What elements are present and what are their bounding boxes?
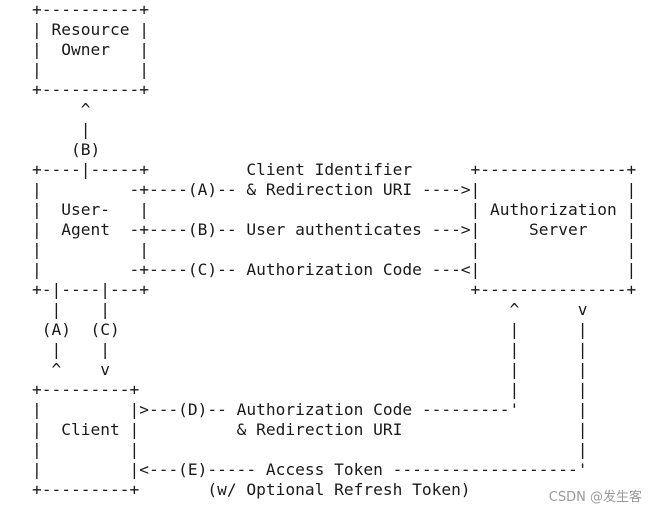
diagram-line: | [32,120,91,139]
diagram-line: | Client | & Redirection URI | [32,420,588,439]
oauth-flow-diagram: +----------+| Resource || Owner || |+---… [32,0,636,500]
diagram-line: +----|-----+ Client Identifier +--------… [32,160,637,179]
diagram-line: | User- | | Authorization | [32,200,637,219]
diagram-line: +---------+ | | [32,380,588,399]
diagram-line: | -+----(A)-- & Redirection URI ---->| | [32,180,637,199]
diagram-line: | | ^ v [32,300,588,319]
diagram-line: | |>---(D)-- Authorization Code --------… [32,400,588,419]
diagram-line: (A) (C) | | [32,320,588,339]
diagram-line: | -+----(C)-- Authorization Code ---<| | [32,260,637,279]
diagram-line: +-|----|---+ +---------------+ [32,280,637,299]
diagram-line: ^ [32,100,91,119]
diagram-line: | | | | [32,240,637,259]
diagram-line: (B) [32,140,101,159]
diagram-line: +----------+ [32,0,149,19]
diagram-line: ^ v | | [32,360,588,379]
diagram-line: | | | [32,440,588,459]
diagram-line: +---------+ (w/ Optional Refresh Token) [32,480,471,499]
diagram-line: | Owner | [32,40,149,59]
diagram-line: | Resource | [32,20,149,39]
diagram-line: | Agent -+----(B)-- User authenticates -… [32,220,637,239]
diagram-line: | | [32,60,149,79]
diagram-line: +----------+ [32,80,149,99]
diagram-line: | |<---(E)----- Access Token -----------… [32,460,588,479]
watermark: CSDN @发生客 [548,490,642,505]
diagram-line: | | | | [32,340,588,359]
